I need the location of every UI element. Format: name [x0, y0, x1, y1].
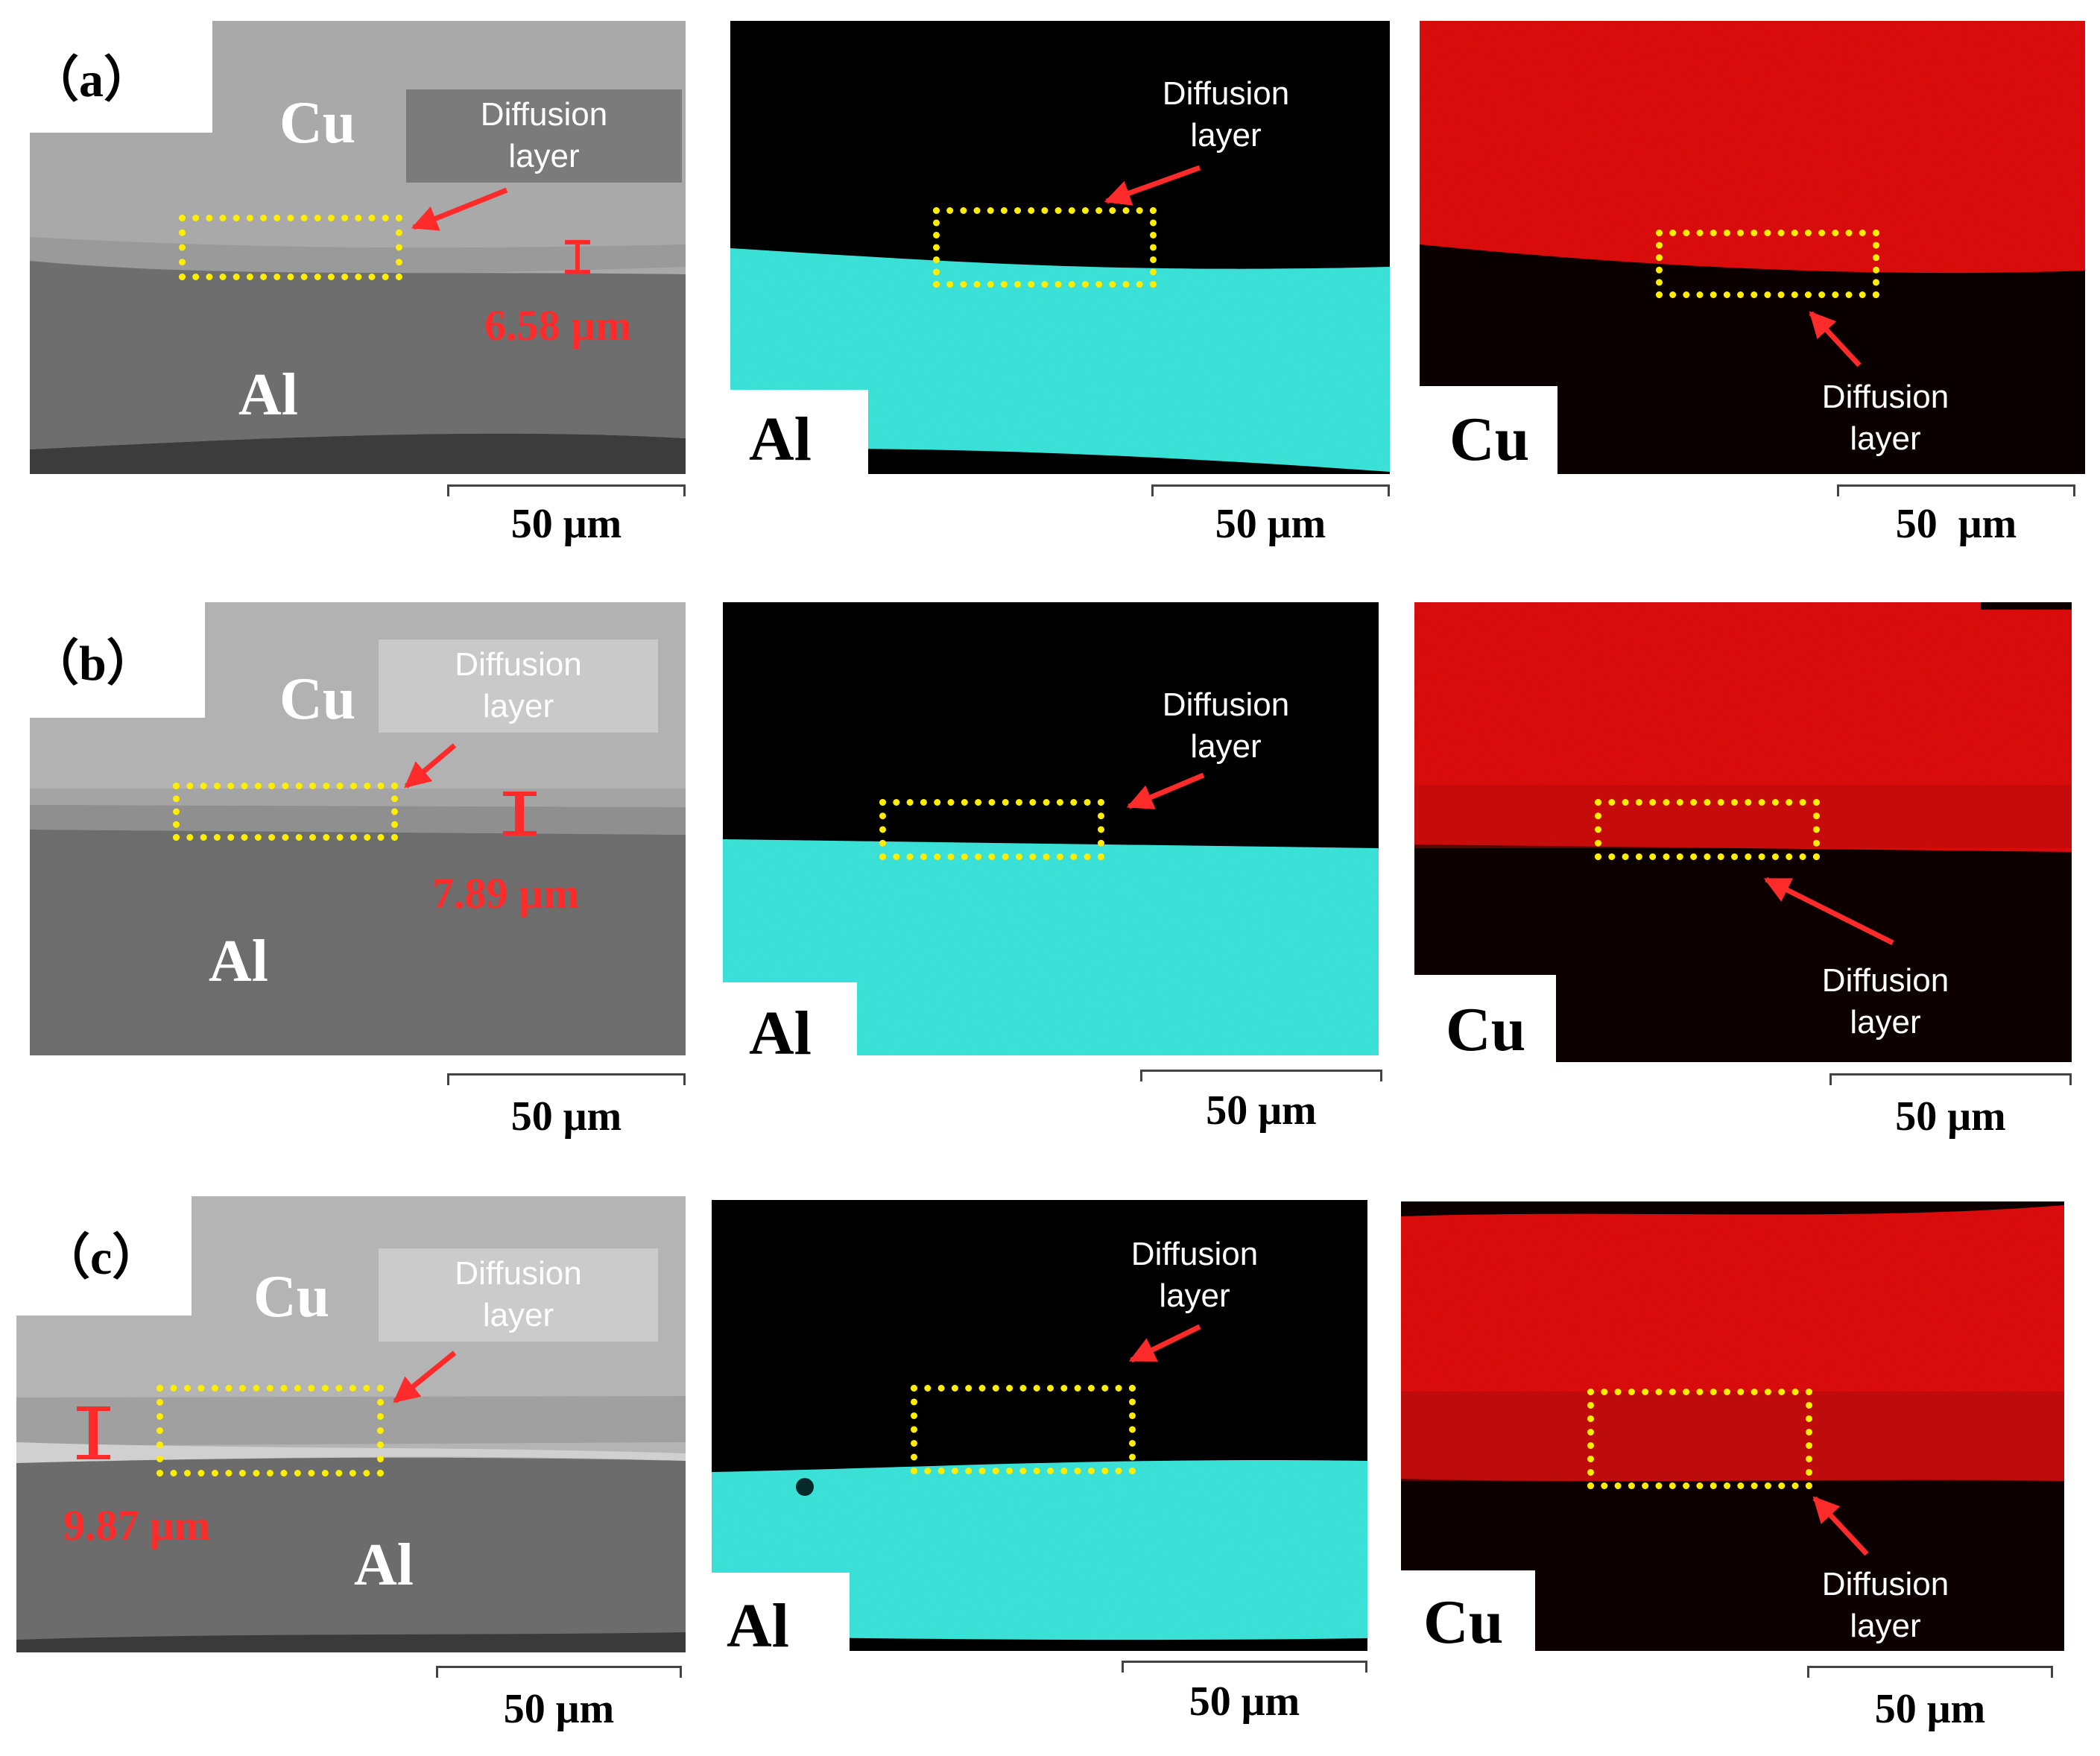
al-map-label-c: Al: [727, 1591, 789, 1661]
thickness-marker-a: [565, 240, 590, 274]
sem-top-label-a: Cu: [279, 90, 356, 156]
sem-thickness-b: 7.89 μm: [432, 869, 580, 918]
scale-bar-al-c: [1122, 1661, 1367, 1673]
sem-highlight-box-c: [156, 1385, 384, 1477]
sem-thickness-a: 6.58 μm: [484, 301, 632, 350]
arrow-al-b: [1126, 772, 1205, 809]
scale-bar-cu-b: [1829, 1073, 2072, 1085]
thickness-marker-b: [503, 792, 537, 836]
thickness-marker-c: [77, 1406, 110, 1459]
arrow-sem-b: [404, 743, 457, 789]
sem-top-label-b: Cu: [279, 666, 356, 732]
arrow-cu-c: [1812, 1496, 1869, 1556]
scale-bar-cu-a: [1837, 484, 2075, 496]
scale-label-sem-c: 50 μm: [503, 1686, 615, 1732]
sem-bottom-label-b: Al: [209, 929, 268, 994]
al-map-panel-c: [712, 1200, 1367, 1651]
arrow-sem-a: [411, 187, 508, 231]
scale-label-sem-b: 50 μm: [510, 1093, 622, 1140]
scale-label-al-c: 50 μm: [1189, 1678, 1300, 1725]
sem-highlight-box-b: [173, 783, 398, 841]
sem-thickness-c: 9.87 μm: [63, 1501, 211, 1550]
cu-map-highlight-box-a: [1656, 230, 1879, 298]
sem-bottom-label-c: Al: [354, 1532, 414, 1598]
cu-map-label-a: Cu: [1449, 405, 1530, 474]
al-map-panel-b: [723, 602, 1379, 1055]
scale-label-al-b: 50 μm: [1206, 1087, 1317, 1134]
arrow-al-a: [1104, 165, 1201, 206]
cu-map-highlight-box-b: [1595, 799, 1820, 860]
scale-label-cu-b: 50 μm: [1895, 1093, 2006, 1140]
al-map-panel-a: [730, 21, 1390, 474]
cu-map-highlight-box-c: [1587, 1389, 1812, 1489]
scale-bar-sem-b: [447, 1073, 686, 1085]
al-map-label-b: Al: [749, 999, 812, 1068]
sem-top-label-c: Cu: [253, 1264, 330, 1330]
arrow-sem-c: [393, 1351, 457, 1403]
al-map-highlight-box-c: [911, 1385, 1136, 1474]
scale-bar-sem-c: [436, 1666, 682, 1678]
arrow-cu-b: [1763, 877, 1894, 946]
panel-letter-b: （b）: [30, 637, 156, 691]
cu-map-panel-c: [1401, 1201, 2064, 1651]
cu-map-label-b: Cu: [1446, 995, 1526, 1064]
scale-label-cu-c: 50 μm: [1874, 1686, 1986, 1732]
cu-map-panel-b: [1414, 602, 2072, 1062]
scale-bar-al-a: [1151, 484, 1390, 496]
scale-label-sem-a: 50 μm: [510, 501, 622, 547]
arrow-al-c: [1128, 1324, 1201, 1363]
al-map-highlight-box-b: [879, 799, 1104, 860]
panel-letter-c: （c）: [41, 1231, 162, 1285]
sem-highlight-box-a: [179, 215, 402, 280]
scale-label-al-a: 50 μm: [1215, 501, 1326, 547]
cu-map-panel-a: [1420, 21, 2085, 474]
scale-bar-cu-c: [1807, 1666, 2053, 1678]
scale-bar-sem-a: [447, 484, 686, 496]
scale-bar-al-b: [1140, 1070, 1382, 1081]
arrow-cu-a: [1809, 311, 1862, 367]
al-map-highlight-box-a: [933, 207, 1157, 288]
sem-bottom-label-a: Al: [238, 362, 298, 428]
panel-letter-a: （a）: [30, 53, 153, 107]
al-map-label-a: Al: [749, 405, 812, 474]
cu-map-label-c: Cu: [1423, 1588, 1504, 1657]
scale-label-cu-a: 50 μm: [1895, 501, 2017, 547]
